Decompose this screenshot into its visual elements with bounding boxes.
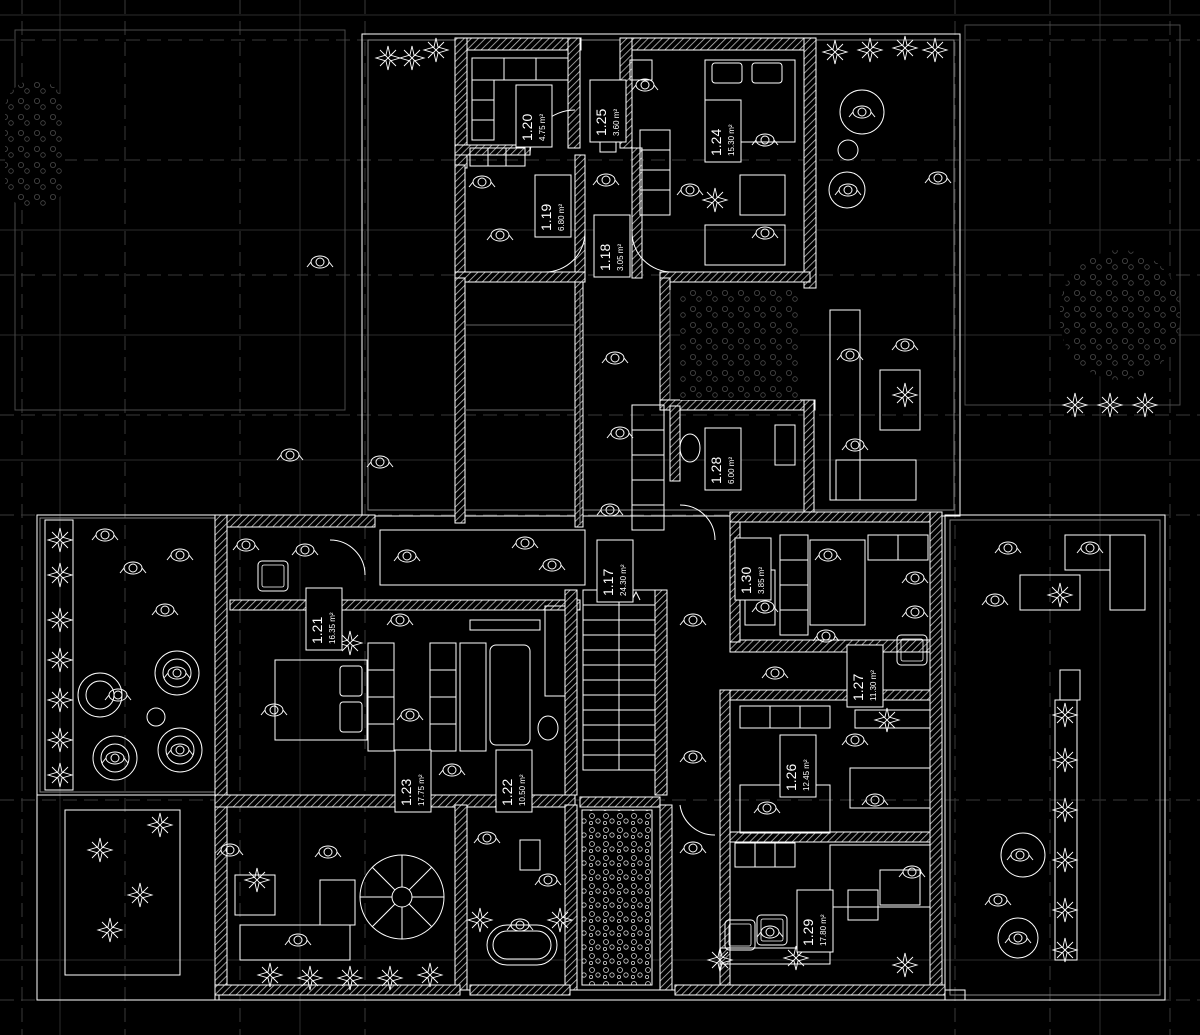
- staircase: [582, 589, 656, 771]
- wardrobes: [367, 57, 929, 868]
- room-number: 1.28: [708, 457, 724, 484]
- room-area: 12.45 m²: [802, 759, 811, 791]
- room-area: 16.35 m²: [328, 612, 337, 644]
- room-label-box: [779, 734, 817, 798]
- room-number: 1.27: [850, 674, 866, 701]
- room-number: 1.26: [783, 764, 799, 791]
- room-label-box: [593, 214, 631, 278]
- room-label-box: [305, 587, 343, 651]
- room-label-box: [515, 84, 553, 148]
- room-number: 1.23: [398, 779, 414, 806]
- room-label-box: [589, 79, 627, 143]
- room-label-box: [596, 539, 634, 603]
- room-label-box: [394, 749, 432, 813]
- room-number: 1.20: [519, 114, 535, 141]
- room-number: 1.29: [800, 919, 816, 946]
- room-label-box: [704, 99, 742, 163]
- background-trees: [5, 80, 1180, 380]
- room-area: 6.80 m²: [557, 204, 566, 231]
- room-label-box: [704, 427, 742, 491]
- room-label-box: [846, 644, 884, 708]
- spiral-staircase: [359, 854, 445, 940]
- room-label-box: [734, 537, 772, 601]
- sofas: [239, 174, 1146, 961]
- room-area: 10.50 m²: [518, 774, 527, 806]
- room-area: 3.85 m²: [757, 567, 766, 594]
- room-number: 1.18: [597, 244, 613, 271]
- room-area: 15.30 m²: [727, 124, 736, 156]
- room-label-box: [534, 174, 572, 238]
- planters: [44, 290, 1078, 986]
- room-number: 1.30: [738, 567, 754, 594]
- room-label-box: [495, 749, 533, 813]
- room-area: 3.05 m²: [616, 244, 625, 271]
- room-label-box: [796, 889, 834, 953]
- tables: [77, 89, 1081, 965]
- room-number: 1.21: [309, 617, 325, 644]
- room-area: 11.30 m²: [869, 670, 878, 701]
- room-number: 1.17: [600, 569, 616, 596]
- room-area: 6.00 m²: [727, 457, 736, 484]
- beds: [274, 59, 931, 908]
- room-number: 1.24: [708, 129, 724, 156]
- room-area: 24.30 m²: [619, 564, 628, 596]
- room-area: 3.60 m²: [612, 109, 621, 136]
- room-number: 1.22: [499, 779, 515, 806]
- room-number: 1.19: [538, 204, 554, 231]
- room-area: 17.75 m²: [417, 774, 426, 806]
- walls: [214, 37, 946, 996]
- room-number: 1.25: [593, 109, 609, 136]
- room-area: 17.80 m²: [819, 914, 828, 946]
- room-area: 4.75 m²: [538, 114, 547, 141]
